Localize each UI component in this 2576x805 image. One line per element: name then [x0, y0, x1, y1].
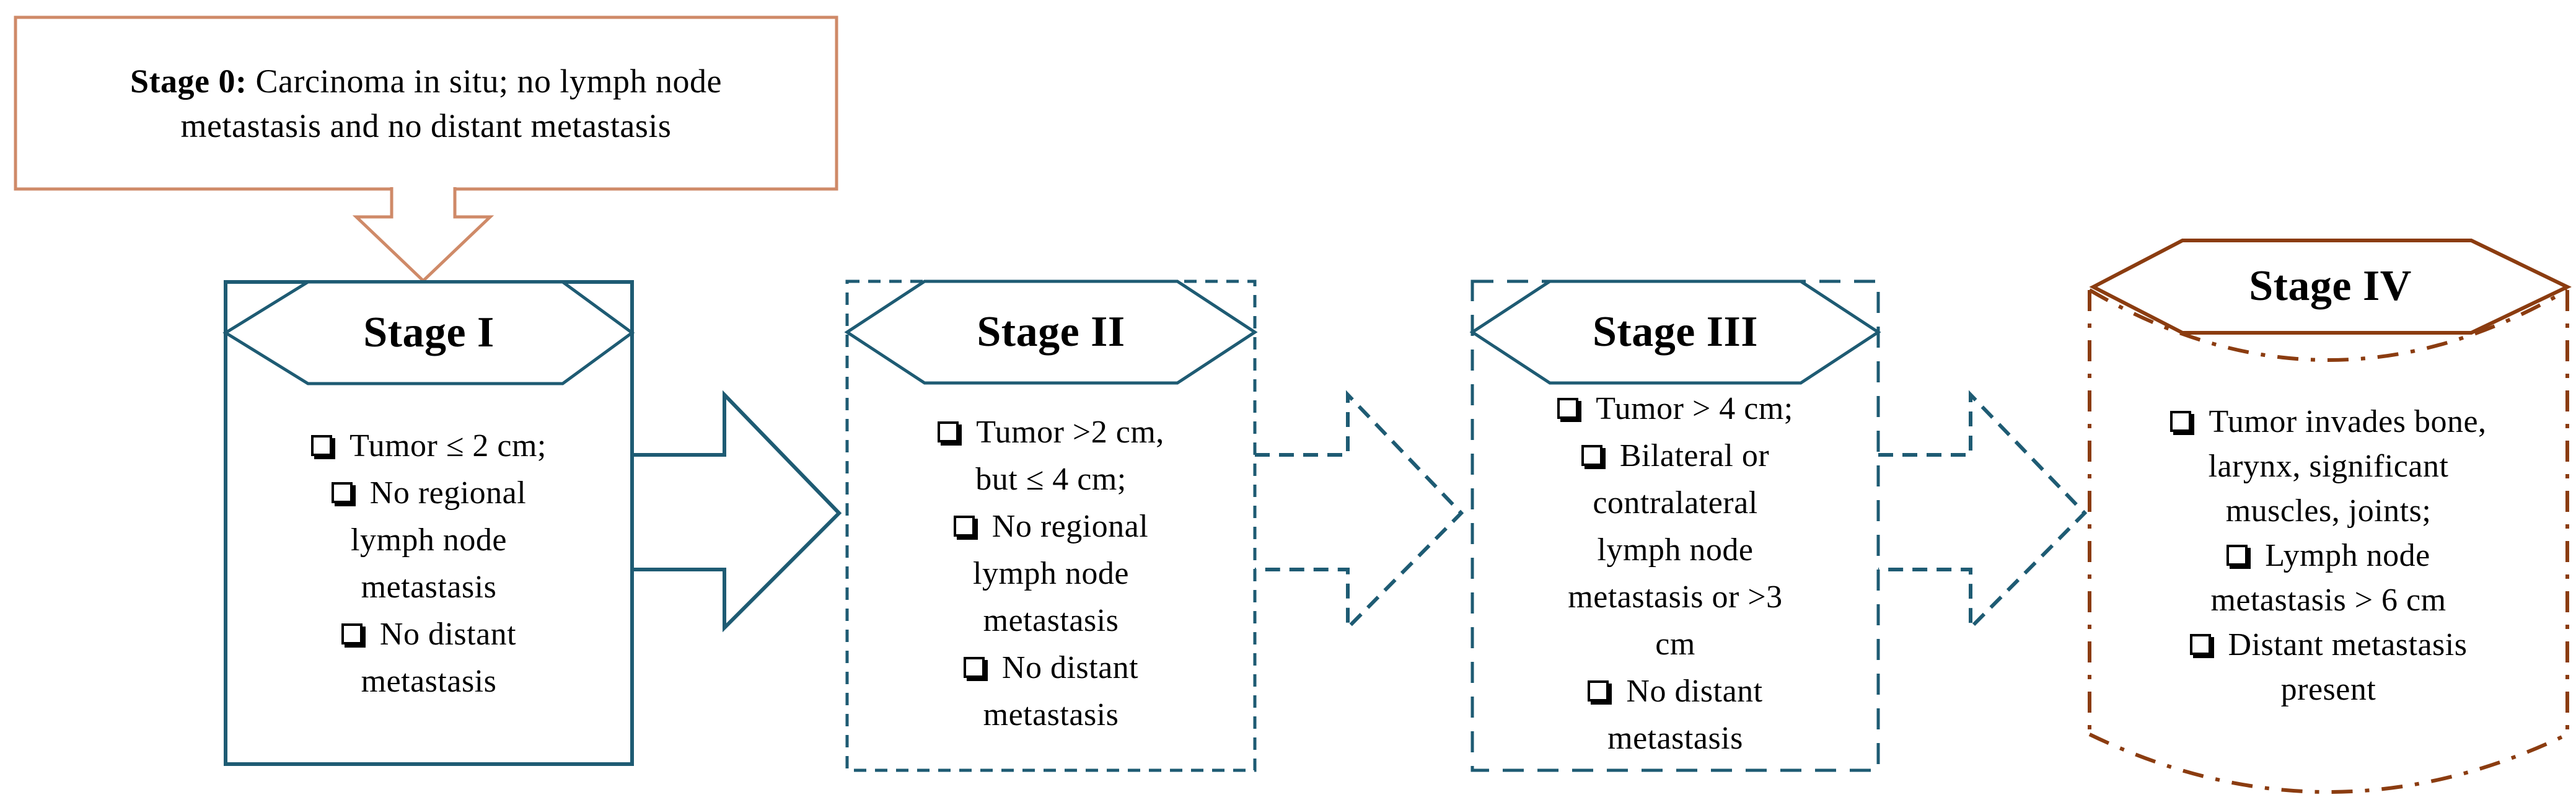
- checkbox-bullet-icon: [311, 435, 333, 456]
- list-item-text: Tumor >2 cm,: [976, 415, 1164, 450]
- arrow-stage3-to-stage4-icon: [1878, 390, 2088, 633]
- list-item-line: No distant: [1472, 668, 1878, 715]
- list-item-line: No regional: [847, 503, 1255, 550]
- list-item-line: metastasis: [361, 570, 497, 605]
- stage0-down-arrow-icon: [352, 187, 495, 283]
- list-item-text: Lymph node: [2265, 538, 2430, 573]
- checkbox-bullet-icon: [1557, 398, 1579, 419]
- stage3-box: [1470, 279, 1880, 772]
- list-item-line: metastasis: [983, 603, 1119, 638]
- stage1-title: Stage I: [363, 309, 495, 356]
- list-item: No distant metastasis: [847, 644, 1255, 739]
- stage0-line1: Stage 0: Carcinoma in situ; no lymph nod…: [15, 59, 837, 103]
- list-item-line: Distant metastasis: [2090, 623, 2567, 667]
- stage0-bold-prefix: Stage 0:: [130, 62, 247, 100]
- list-item-line: lymph node: [1597, 532, 1754, 568]
- checkbox-bullet-icon: [953, 516, 975, 537]
- checkbox-bullet-icon: [2189, 634, 2211, 655]
- stage4-cylinder-top-arc: [2088, 288, 2569, 362]
- list-item-text: Bilateral or: [1619, 438, 1770, 473]
- checkbox-bullet-icon: [2170, 411, 2192, 432]
- list-item: No distant metastasis: [1472, 668, 1878, 762]
- stage1-criteria-list: Tumor ≤ 2 cm; No regional lymph node met…: [226, 423, 632, 705]
- stage2-hexagon: [844, 279, 1258, 385]
- stage1-hexagon: [222, 280, 635, 385]
- stage4-criteria-list: Tumor invades bone, larynx, significant …: [2090, 400, 2567, 712]
- list-item-line: Lymph node: [2090, 534, 2567, 578]
- list-item-line: metastasis: [361, 664, 497, 699]
- stage4-hexagon: [2089, 239, 2572, 335]
- list-item-line: Tumor invades bone,: [2090, 400, 2567, 444]
- stage3-criteria-list: Tumor > 4 cm; Bilateral or contralateral…: [1472, 385, 1878, 762]
- stage0-line1-rest: Carcinoma in situ; no lymph node: [247, 62, 722, 100]
- list-item: Tumor invades bone, larynx, significant …: [2090, 400, 2567, 534]
- list-item-line: Bilateral or: [1472, 433, 1878, 480]
- list-item-line: lymph node: [973, 556, 1129, 591]
- list-item: Tumor ≤ 2 cm;: [226, 423, 632, 470]
- list-item: Tumor > 4 cm;: [1472, 385, 1878, 433]
- stage0-label: Stage 0: Carcinoma in situ; no lymph nod…: [15, 17, 837, 189]
- checkbox-bullet-icon: [341, 623, 363, 644]
- list-item: Bilateral or contralateral lymph node me…: [1472, 433, 1878, 668]
- list-item: Distant metastasis present: [2090, 623, 2567, 712]
- list-item-line: lymph node: [351, 522, 507, 558]
- list-item-line: metastasis: [983, 697, 1119, 732]
- list-item-line: contralateral: [1593, 485, 1758, 521]
- stage3-hexagon: [1469, 279, 1881, 385]
- list-item: Tumor >2 cm, but ≤ 4 cm;: [847, 409, 1255, 503]
- checkbox-bullet-icon: [963, 657, 985, 678]
- list-item-line: No distant: [226, 611, 632, 658]
- list-item-line: but ≤ 4 cm;: [975, 462, 1127, 497]
- arrow-stage1-to-stage2-icon: [632, 390, 842, 633]
- stage4-title: Stage IV: [2249, 262, 2412, 310]
- list-item-line: metastasis or >3: [1568, 579, 1783, 615]
- list-item-text: No regional: [991, 509, 1149, 544]
- list-item-text: No distant: [1001, 650, 1139, 685]
- list-item-line: Tumor ≤ 2 cm;: [226, 423, 632, 470]
- checkbox-bullet-icon: [331, 482, 353, 503]
- list-item-line: present: [2280, 672, 2376, 707]
- list-item-text: Distant metastasis: [2228, 627, 2468, 662]
- stage4-cylinder-bottom-arc: [2088, 732, 2569, 794]
- list-item: No distant metastasis: [226, 611, 632, 705]
- list-item-text: Tumor invades bone,: [2209, 404, 2487, 439]
- list-item-text: No distant: [1626, 674, 1763, 709]
- list-item: No regional lymph node metastasis: [226, 470, 632, 611]
- checkbox-bullet-icon: [1581, 445, 1602, 466]
- list-item-line: metastasis: [1607, 721, 1743, 756]
- list-item-text: Tumor > 4 cm;: [1596, 391, 1793, 426]
- list-item-line: Tumor > 4 cm;: [1472, 385, 1878, 433]
- stage2-box: [845, 279, 1257, 772]
- list-item-text: No regional: [369, 475, 527, 511]
- list-item: No regional lymph node metastasis: [847, 503, 1255, 644]
- list-item-line: No distant: [847, 644, 1255, 692]
- list-item-text: Tumor ≤ 2 cm;: [349, 428, 547, 464]
- stage3-title: Stage III: [1592, 308, 1759, 356]
- list-item-line: muscles, joints;: [2225, 493, 2432, 529]
- list-item-text: No distant: [379, 617, 517, 652]
- list-item-line: No regional: [226, 470, 632, 517]
- stage2-criteria-list: Tumor >2 cm, but ≤ 4 cm; No regional lym…: [847, 409, 1255, 739]
- list-item-line: larynx, significant: [2208, 449, 2449, 484]
- list-item-line: cm: [1655, 627, 1695, 662]
- list-item-line: metastasis > 6 cm: [2210, 583, 2446, 618]
- list-item: Lymph node metastasis > 6 cm: [2090, 534, 2567, 623]
- checkbox-bullet-icon: [1588, 680, 1609, 702]
- stage0-line2: metastasis and no distant metastasis: [180, 107, 672, 144]
- checkbox-bullet-icon: [938, 421, 959, 442]
- list-item-line: Tumor >2 cm,: [847, 409, 1255, 456]
- checkbox-bullet-icon: [2227, 545, 2248, 566]
- stage2-title: Stage II: [977, 308, 1125, 356]
- arrow-stage2-to-stage3-icon: [1255, 390, 1464, 633]
